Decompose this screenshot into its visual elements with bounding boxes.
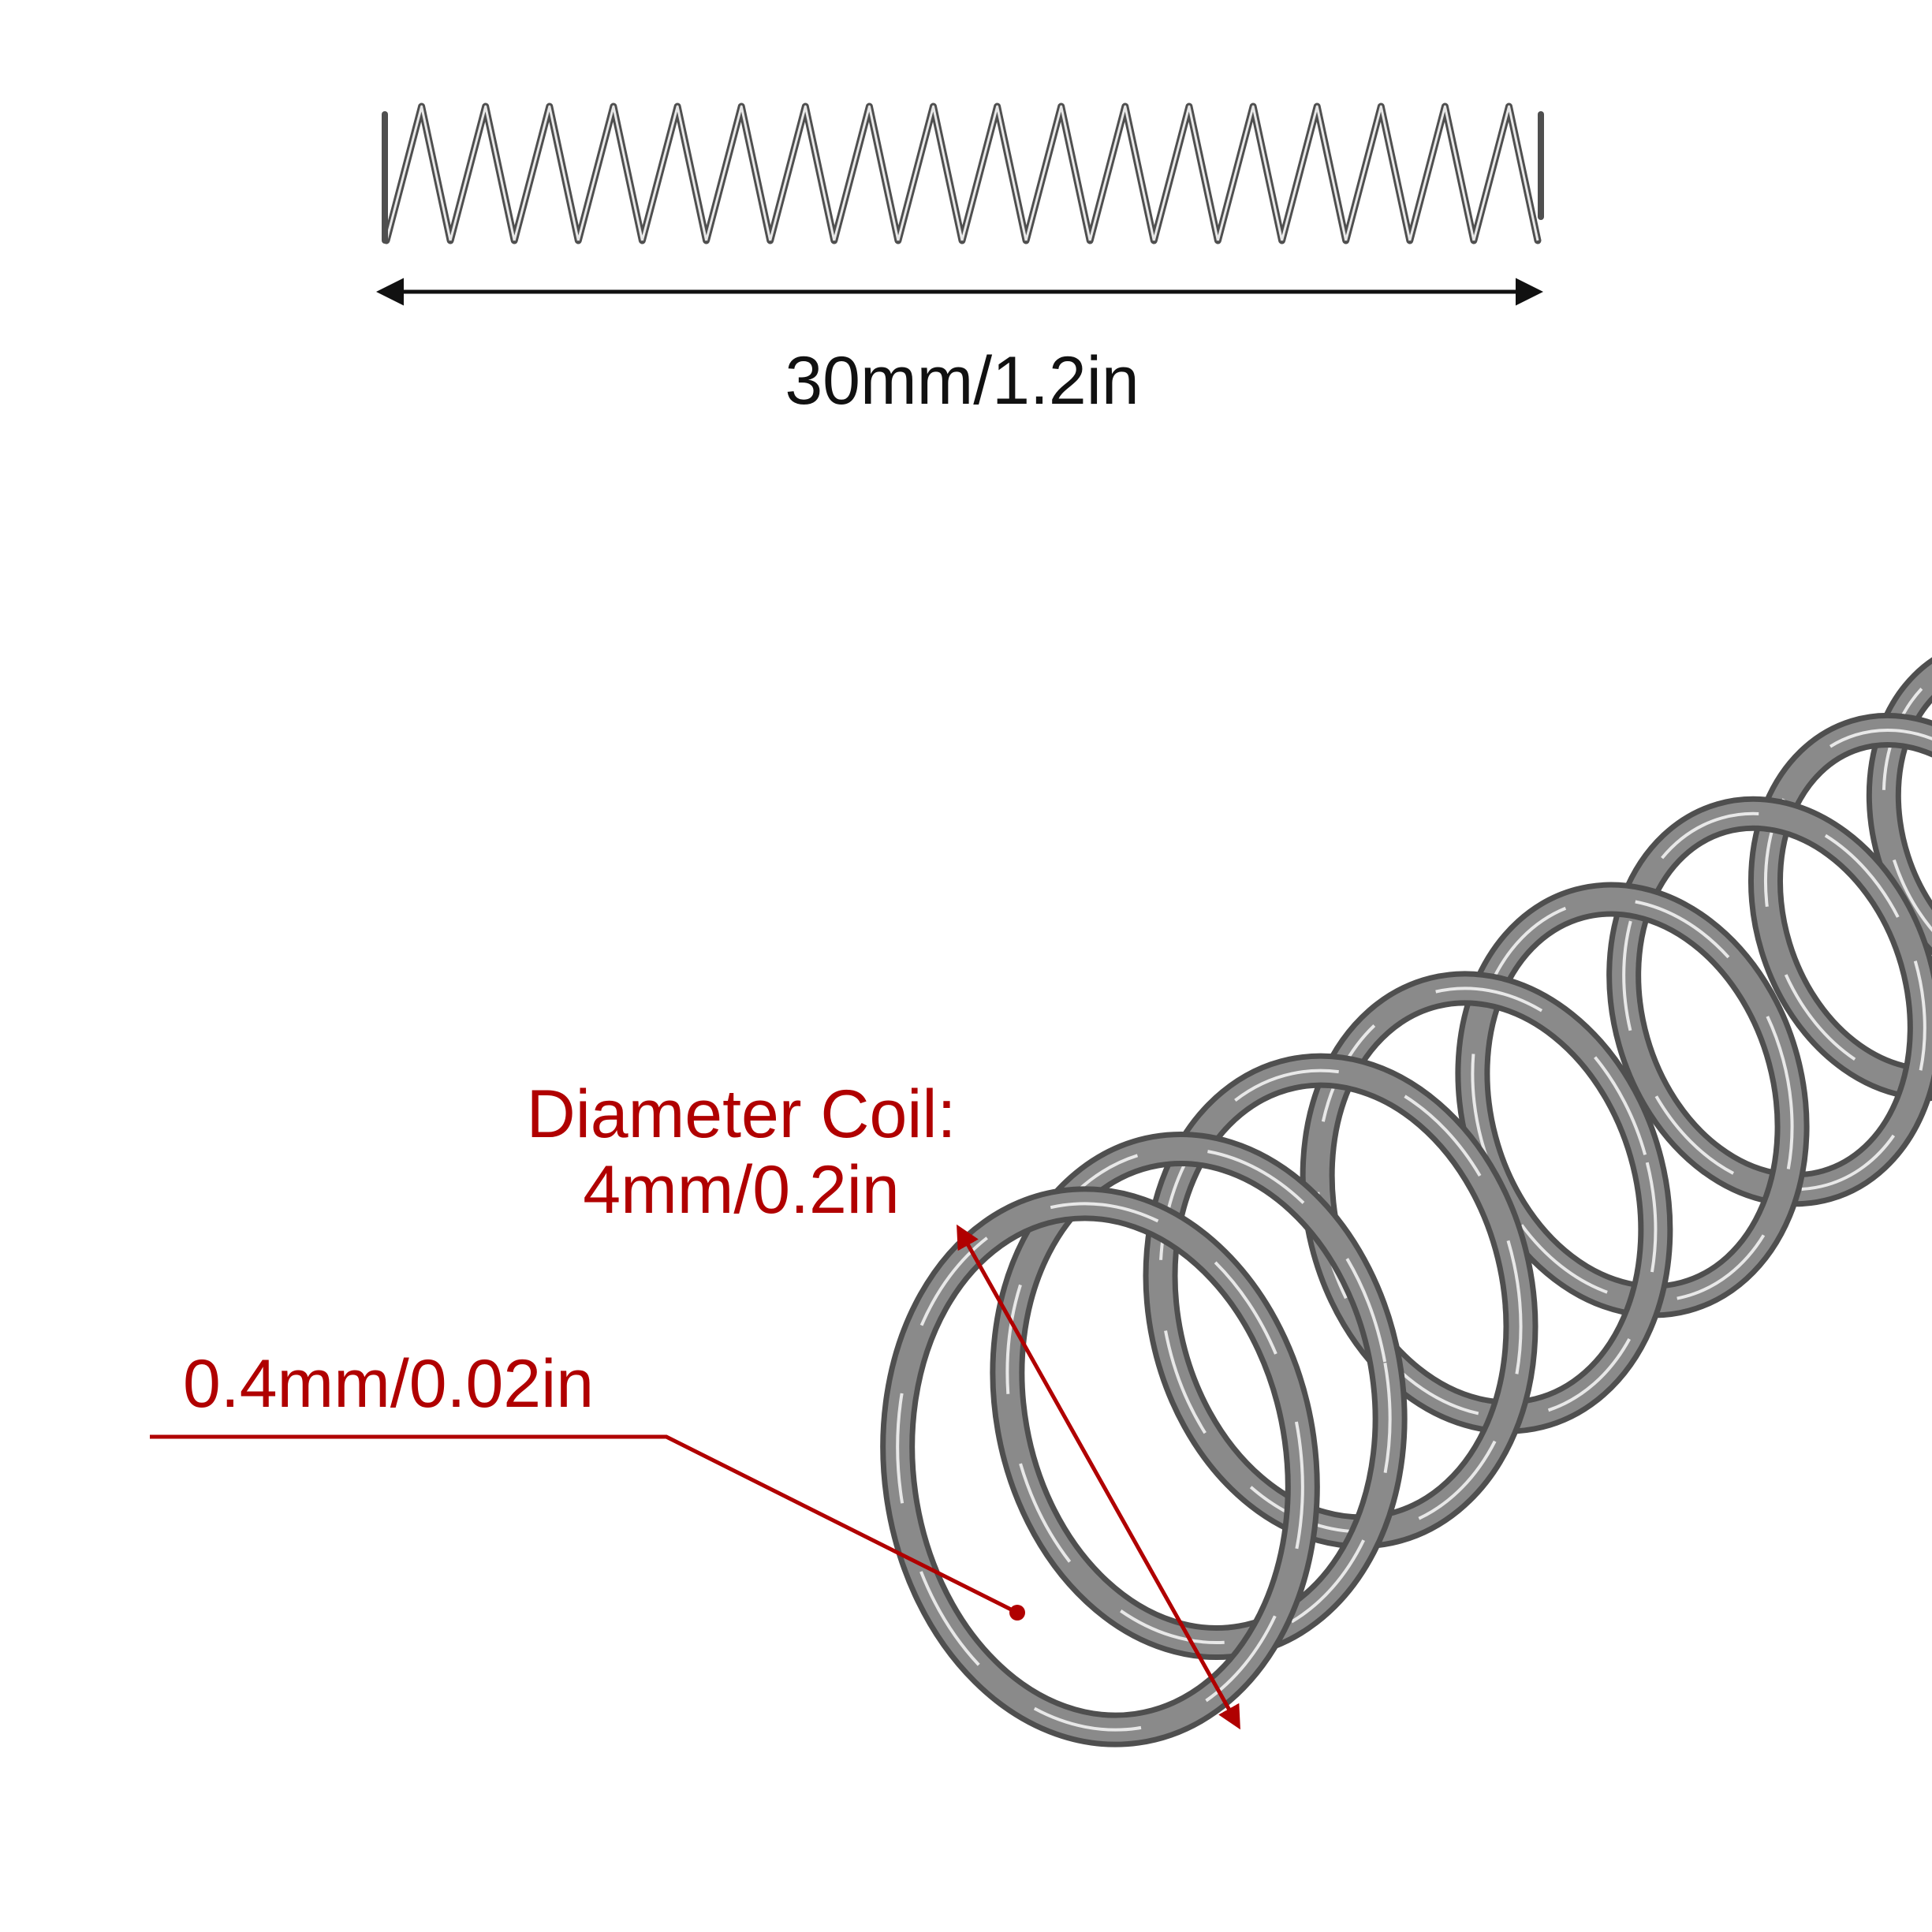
length-label: 30mm/1.2in <box>785 343 1139 419</box>
coil-diameter-value: 4mm/0.2in <box>583 1152 900 1228</box>
wire-diameter-leader-icon <box>150 1434 1019 1615</box>
spring-side-view-image <box>382 103 1544 244</box>
coil-diameter-title: Diameter Coil: <box>526 1076 957 1152</box>
coil-diameter-arrow-icon <box>957 1224 1240 1730</box>
wire-diameter-label: 0.4mm/0.02in <box>183 1346 595 1422</box>
spring-closeup-image <box>880 637 1932 1747</box>
leader-dot-icon <box>1009 1605 1025 1621</box>
coil-diameter-label: Diameter Coil: 4mm/0.2in <box>473 1076 1009 1228</box>
